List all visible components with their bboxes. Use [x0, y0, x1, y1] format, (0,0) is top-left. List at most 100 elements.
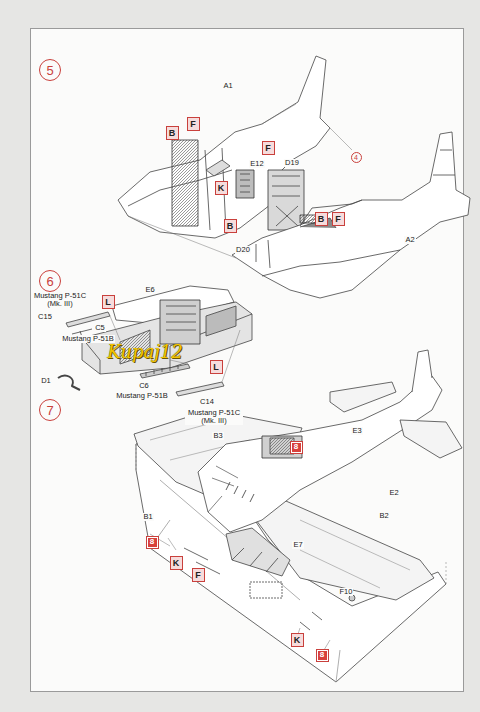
- part-outline: [433, 150, 455, 175]
- callout-text: B: [318, 215, 325, 224]
- callout-text: 7: [46, 404, 53, 417]
- part-outline: [136, 444, 446, 584]
- part-outline: [198, 376, 442, 532]
- callout-text: K: [218, 184, 225, 193]
- part-number: A1: [222, 82, 233, 90]
- part-outline: [262, 250, 400, 276]
- part-outline: [236, 170, 254, 198]
- part-number: E2: [388, 489, 399, 497]
- callout-box: B: [166, 126, 179, 140]
- callout-text: K: [294, 636, 301, 645]
- part-number: E6: [144, 286, 155, 294]
- part-outline: [206, 160, 230, 176]
- callout-box: B: [224, 219, 237, 233]
- callout-text: 8: [294, 443, 298, 451]
- part-number: B2: [378, 512, 389, 520]
- callout-box: K: [291, 633, 304, 647]
- part-outline: [58, 376, 80, 390]
- part-number: B3: [212, 432, 223, 440]
- callout-text: 6: [46, 275, 53, 288]
- callout-box: B: [315, 212, 328, 226]
- paint-code: 8: [146, 536, 159, 549]
- callout-text: F: [335, 215, 341, 224]
- part-outline: [400, 420, 462, 458]
- part-number: D20: [235, 246, 251, 254]
- part-outline: [300, 612, 322, 630]
- callout-text: 4: [354, 154, 358, 161]
- part-number: D19: [284, 159, 300, 167]
- part-outline: [150, 534, 330, 650]
- part-outline: [206, 306, 236, 336]
- part-number: C6: [138, 382, 150, 390]
- callout-text: B: [169, 129, 176, 138]
- callout-box: F: [192, 568, 205, 582]
- part-number: C15: [37, 313, 53, 321]
- part-number: F10: [339, 588, 354, 596]
- part-outline: [160, 300, 200, 344]
- callout-text: F: [195, 571, 201, 580]
- variant-note: Mustang P-51B: [61, 335, 115, 343]
- callout-box: K: [170, 556, 183, 570]
- callout-text: 5: [46, 64, 53, 77]
- part-outline: [232, 132, 470, 298]
- callout-text: K: [173, 559, 180, 568]
- step5-parts: [118, 56, 470, 298]
- callout-box: L: [102, 295, 115, 309]
- step-number: 5: [39, 59, 61, 81]
- callout-box: F: [332, 212, 345, 226]
- part-outline: [330, 382, 396, 412]
- part-outline: [226, 482, 254, 502]
- callout-text: B: [227, 222, 234, 231]
- part-number: E3: [351, 427, 362, 435]
- part-outline: [262, 436, 302, 458]
- part-outline: [256, 240, 270, 268]
- part-outline: [226, 528, 290, 576]
- part-outline: [240, 174, 250, 192]
- part-outline: [300, 520, 410, 588]
- part-outline: [140, 364, 190, 378]
- paint-code: 8: [290, 441, 303, 454]
- part-number: A2: [404, 236, 415, 244]
- part-number: C14: [199, 398, 215, 406]
- paint-code: 8: [316, 649, 329, 662]
- part-outline: [208, 466, 238, 512]
- callout-text: F: [190, 120, 196, 129]
- part-outline: [146, 365, 178, 376]
- part-outline: [256, 494, 434, 600]
- part-outline: [172, 140, 198, 226]
- callout-box: F: [262, 141, 275, 155]
- callout-box: K: [215, 181, 228, 195]
- callout-text: 8: [320, 651, 324, 659]
- callout-text: 8: [150, 538, 154, 546]
- step7-parts: [134, 350, 462, 682]
- watermark: Kupaj12: [106, 342, 183, 362]
- callout-text: L: [213, 363, 219, 372]
- part-number: E7: [292, 541, 303, 549]
- part-outline: [176, 382, 224, 396]
- callout-box: F: [187, 117, 200, 131]
- part-outline: [118, 56, 330, 238]
- part-number: E12: [249, 160, 264, 168]
- part-outline: [412, 350, 432, 392]
- part-number: B1: [142, 513, 153, 521]
- part-outline: [128, 104, 352, 258]
- part-outline: [250, 582, 282, 598]
- part-number: C5: [94, 324, 106, 332]
- variant-note: Mustang P-51C (Mk. III): [31, 292, 89, 309]
- variant-note: Mustang P-51B: [115, 392, 169, 400]
- callout-box: L: [210, 360, 223, 374]
- part-outline: [166, 306, 196, 330]
- part-number: D1: [40, 377, 52, 385]
- part-outline: [232, 548, 278, 572]
- reference-circle: 4: [351, 152, 362, 163]
- callout-text: F: [265, 144, 271, 153]
- step-number: 7: [39, 399, 61, 421]
- part-outline: [300, 200, 362, 226]
- step-number: 6: [39, 270, 61, 292]
- variant-note: Mustang P-51C (Mk. III): [185, 409, 243, 426]
- callout-text: L: [105, 298, 111, 307]
- part-outline: [272, 176, 300, 226]
- part-outline: [268, 170, 304, 230]
